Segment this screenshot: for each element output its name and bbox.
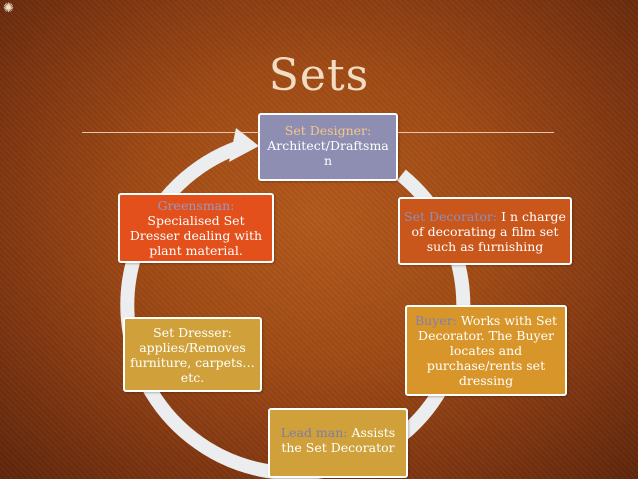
node-greensman-role: Greensman: bbox=[157, 198, 235, 213]
node-buyer-text: Works with Set Decorator. The Buyer loca… bbox=[418, 313, 558, 388]
node-lead-man: Lead man: Assists the Set Decorator bbox=[268, 408, 408, 478]
node-greensman-text: Specialised Set Dresser dealing with pla… bbox=[129, 213, 263, 258]
node-set-decorator-text: I n charge of decorating a film set such… bbox=[411, 208, 566, 254]
node-set-designer-role: Set Designer: bbox=[284, 123, 372, 138]
node-set-decorator: Set Decorator: I n charge of decorating … bbox=[398, 197, 572, 265]
node-set-designer-text: Architect/Draftsman bbox=[267, 138, 389, 168]
node-buyer: Buyer: Works with Set Decorator. The Buy… bbox=[405, 305, 567, 396]
node-set-designer: Set Designer: Architect/Draftsman bbox=[258, 113, 398, 181]
node-lead-man-role: Lead man: bbox=[280, 425, 348, 440]
node-set-dresser-text: applies/Removes furniture, carpets…etc. bbox=[130, 339, 255, 385]
decorative-star-icon: ✺ bbox=[3, 1, 14, 16]
title-rule-right bbox=[398, 132, 554, 133]
node-lead-man-text: Assists the Set Decorator bbox=[281, 425, 396, 455]
title-rule-left bbox=[82, 132, 260, 133]
slide-title: Sets bbox=[268, 50, 370, 101]
node-buyer-role: Buyer: bbox=[414, 313, 457, 328]
node-set-dresser: Set Dresser: applies/Removes furniture, … bbox=[123, 317, 262, 392]
node-set-dresser-role: Set Dresser: bbox=[153, 324, 232, 340]
cycle-arrowhead-icon bbox=[229, 128, 259, 162]
node-set-decorator-role: Set Decorator: bbox=[404, 208, 498, 224]
node-greensman: Greensman: Specialised Set Dresser deali… bbox=[118, 193, 274, 263]
